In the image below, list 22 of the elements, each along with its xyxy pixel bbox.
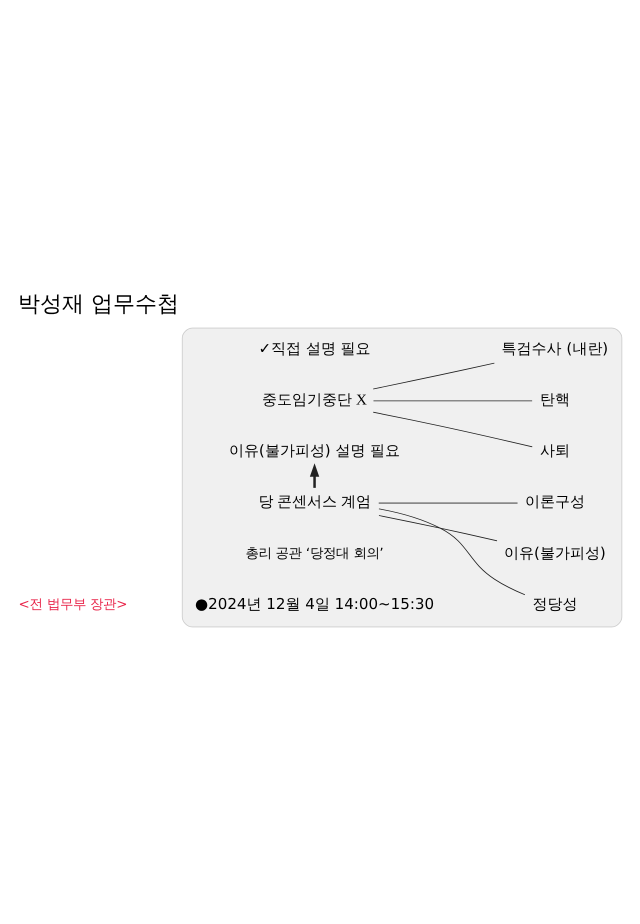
node-text: 정당성 <box>532 594 578 613</box>
node-text: 특검수사 (내란) <box>502 339 608 358</box>
connector <box>378 515 498 542</box>
node-text: 이론구성 <box>524 492 585 511</box>
node-text: 당 콘센서스 계엄 <box>258 494 371 511</box>
arrow <box>310 463 320 488</box>
label: ✓직접 설명 필요 <box>258 339 371 358</box>
node-text: 이유(불가피성) <box>504 544 606 562</box>
connector <box>373 400 533 402</box>
label: <전 법무부 장관> <box>18 597 128 612</box>
cluster <box>182 328 622 628</box>
connector <box>372 412 533 448</box>
node-text: 탄핵 <box>540 390 570 409</box>
node-text: 이유(불가피성) 설명 필요 <box>228 442 400 460</box>
label: 총리 공관 ‘당정대 회의’ <box>245 546 384 562</box>
label: ●2024년 12월 4일 14:00~15:30 <box>195 594 434 613</box>
diagram-title: 박성재 업무수첩 <box>18 292 179 318</box>
connector <box>372 362 495 390</box>
node-text: 중도임기중단 X <box>262 392 367 409</box>
connector <box>378 508 526 596</box>
node-text: 사퇴 <box>540 442 570 460</box>
connector <box>378 502 518 504</box>
